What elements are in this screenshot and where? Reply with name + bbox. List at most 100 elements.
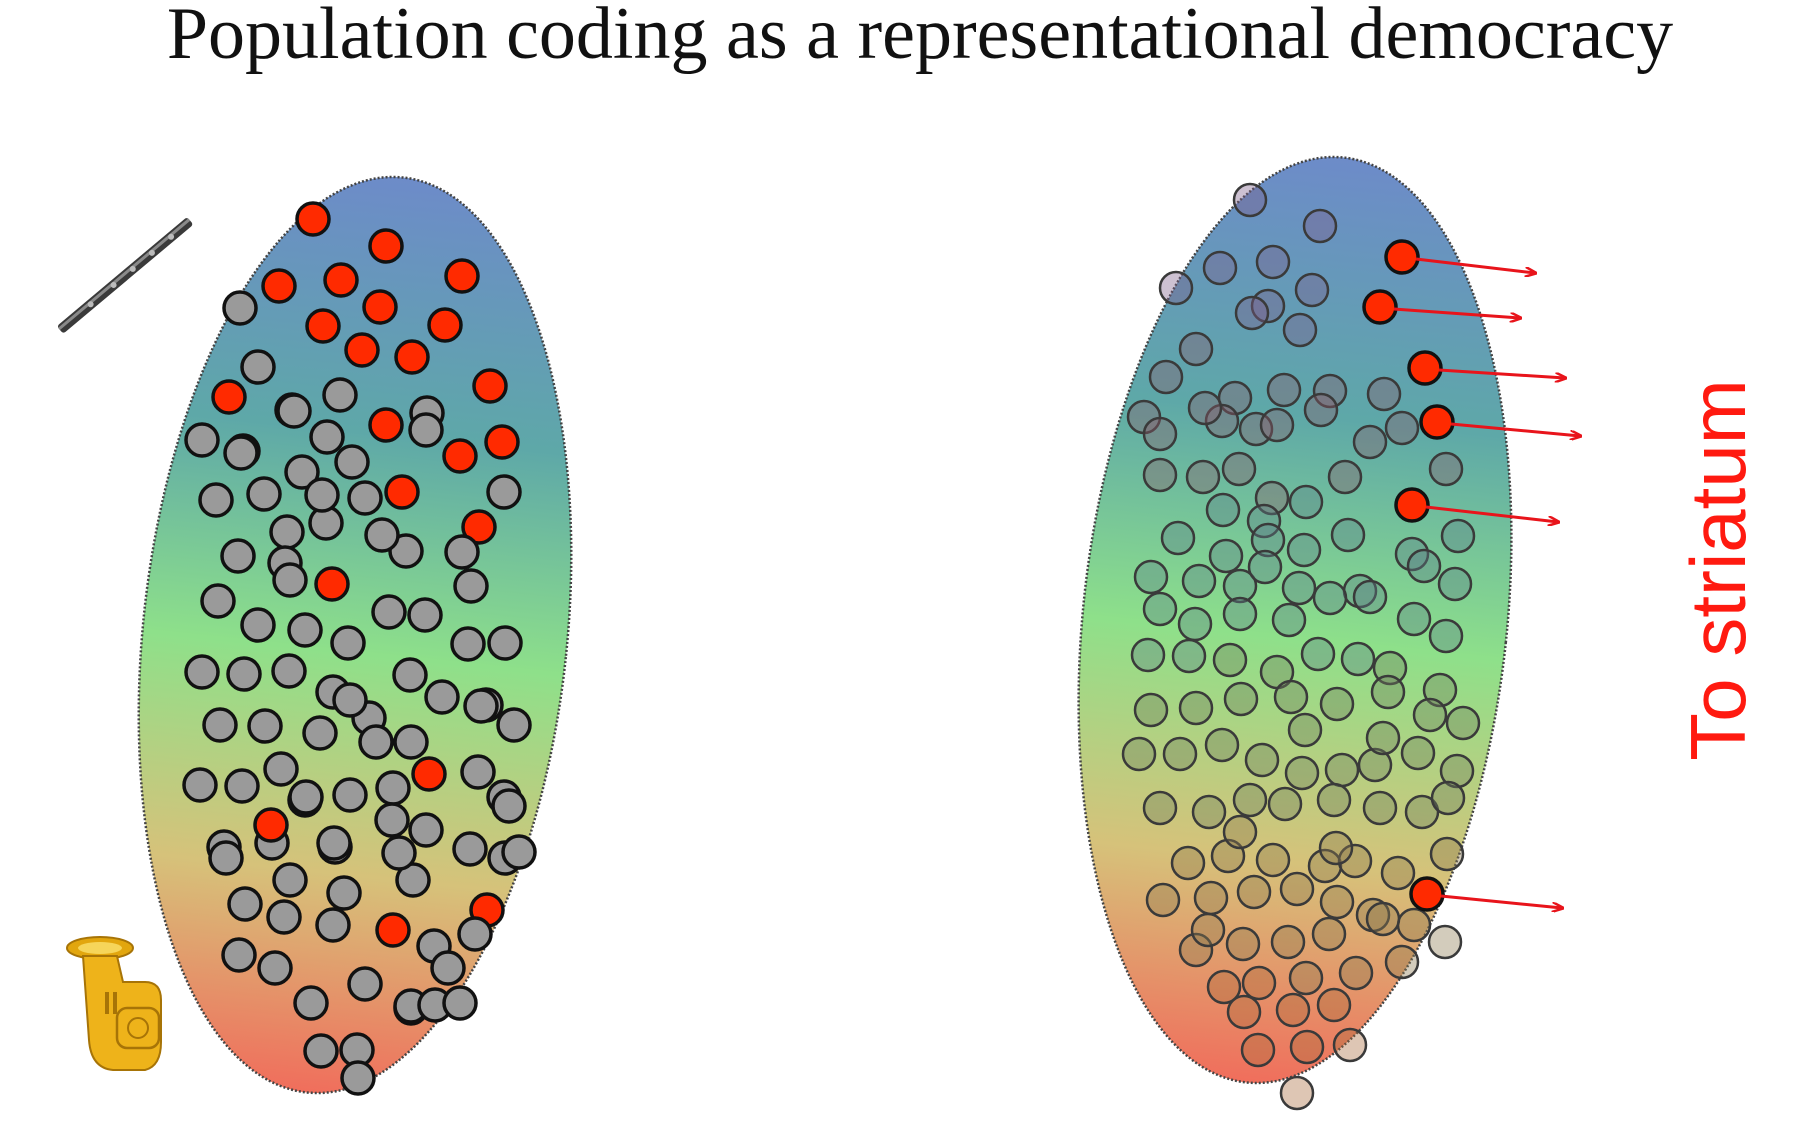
inactive-neuron bbox=[225, 437, 257, 469]
non-projecting-neuron bbox=[1210, 540, 1242, 572]
active-neuron bbox=[486, 426, 518, 458]
non-projecting-neuron bbox=[1257, 246, 1289, 278]
non-projecting-neuron bbox=[1284, 314, 1316, 346]
active-neuron bbox=[255, 809, 287, 841]
non-projecting-neuron bbox=[1204, 252, 1236, 284]
inactive-neuron bbox=[223, 939, 255, 971]
active-neuron bbox=[263, 270, 295, 302]
inactive-neuron bbox=[222, 540, 254, 572]
inactive-neuron bbox=[259, 952, 291, 984]
non-projecting-neuron bbox=[1431, 838, 1463, 870]
non-projecting-neuron bbox=[1246, 744, 1278, 776]
non-projecting-neuron bbox=[1296, 274, 1328, 306]
non-projecting-neuron bbox=[1367, 903, 1399, 935]
non-projecting-neuron bbox=[1179, 608, 1211, 640]
non-projecting-neuron bbox=[1408, 550, 1440, 582]
non-projecting-neuron bbox=[1214, 644, 1246, 676]
inactive-neuron bbox=[317, 909, 349, 941]
projecting-neuron bbox=[1421, 406, 1453, 438]
non-projecting-neuron bbox=[1318, 784, 1350, 816]
non-projecting-neuron bbox=[1314, 582, 1346, 614]
inactive-neuron bbox=[273, 655, 305, 687]
active-neuron bbox=[213, 381, 245, 413]
active-neuron bbox=[386, 476, 418, 508]
non-projecting-neuron bbox=[1332, 519, 1364, 551]
non-projecting-neuron bbox=[1228, 996, 1260, 1028]
inactive-neuron bbox=[274, 564, 306, 596]
non-projecting-neuron bbox=[1290, 486, 1322, 518]
active-neuron bbox=[316, 568, 348, 600]
projecting-neuron bbox=[1386, 241, 1418, 273]
non-projecting-neuron bbox=[1281, 873, 1313, 905]
non-projecting-neuron bbox=[1313, 918, 1345, 950]
non-projecting-neuron bbox=[1236, 297, 1268, 329]
inactive-neuron bbox=[265, 753, 297, 785]
non-projecting-neuron bbox=[1144, 593, 1176, 625]
non-projecting-neuron bbox=[1320, 832, 1352, 864]
inactive-neuron bbox=[395, 726, 427, 758]
non-projecting-neuron bbox=[1147, 884, 1179, 916]
inactive-neuron bbox=[349, 482, 381, 514]
non-projecting-neuron bbox=[1277, 994, 1309, 1026]
inactive-neuron bbox=[224, 292, 256, 324]
inactive-neuron bbox=[202, 585, 234, 617]
non-projecting-neuron bbox=[1193, 796, 1225, 828]
inactive-neuron bbox=[409, 599, 441, 631]
non-projecting-neuron bbox=[1224, 598, 1256, 630]
inactive-neuron bbox=[454, 833, 486, 865]
active-neuron bbox=[325, 264, 357, 296]
non-projecting-neuron bbox=[1225, 683, 1257, 715]
non-projecting-neuron bbox=[1402, 737, 1434, 769]
inactive-neuron bbox=[462, 756, 494, 788]
non-projecting-neuron bbox=[1238, 876, 1270, 908]
non-projecting-neuron bbox=[1144, 418, 1176, 450]
inactive-neuron bbox=[488, 476, 520, 508]
non-projecting-neuron bbox=[1382, 857, 1414, 889]
inactive-neuron bbox=[465, 690, 497, 722]
non-projecting-neuron bbox=[1429, 926, 1461, 958]
non-projecting-neuron bbox=[1242, 1034, 1274, 1066]
non-projecting-neuron bbox=[1291, 1031, 1323, 1063]
inactive-neuron bbox=[349, 968, 381, 1000]
tuba-icon bbox=[67, 937, 161, 1070]
projecting-neuron bbox=[1396, 489, 1428, 521]
non-projecting-neuron bbox=[1206, 729, 1238, 761]
non-projecting-neuron bbox=[1432, 782, 1464, 814]
inactive-neuron bbox=[410, 814, 442, 846]
non-projecting-neuron bbox=[1173, 640, 1205, 672]
non-projecting-neuron bbox=[1439, 568, 1471, 600]
non-projecting-neuron bbox=[1257, 844, 1289, 876]
projecting-neuron bbox=[1409, 352, 1441, 384]
non-projecting-neuron bbox=[1340, 957, 1372, 989]
inactive-neuron bbox=[290, 781, 322, 813]
projecting-neurons-panel bbox=[1036, 135, 1580, 1109]
non-projecting-neuron bbox=[1180, 692, 1212, 724]
non-projecting-neuron bbox=[1192, 914, 1224, 946]
non-projecting-neuron bbox=[1354, 581, 1386, 613]
non-projecting-neuron bbox=[1187, 461, 1219, 493]
inactive-neuron bbox=[336, 446, 368, 478]
non-projecting-neuron bbox=[1386, 412, 1418, 444]
non-projecting-neuron bbox=[1195, 882, 1227, 914]
active-neuron bbox=[474, 370, 506, 402]
non-projecting-neuron bbox=[1354, 426, 1386, 458]
non-projecting-neuron bbox=[1326, 754, 1358, 786]
inactive-neuron bbox=[268, 901, 300, 933]
non-projecting-neuron bbox=[1447, 707, 1479, 739]
inactive-neuron bbox=[489, 627, 521, 659]
non-projecting-neuron bbox=[1269, 788, 1301, 820]
projecting-neuron bbox=[1364, 291, 1396, 323]
inactive-neuron bbox=[249, 710, 281, 742]
active-neuron bbox=[377, 914, 409, 946]
non-projecting-neuron bbox=[1290, 962, 1322, 994]
non-projecting-neuron bbox=[1386, 946, 1418, 978]
inactive-neuron bbox=[278, 395, 310, 427]
inactive-neuron bbox=[242, 351, 274, 383]
inactive-neuron bbox=[432, 952, 464, 984]
active-neuron bbox=[446, 260, 478, 292]
inactive-neuron bbox=[295, 987, 327, 1019]
non-projecting-neuron bbox=[1150, 361, 1182, 393]
projecting-neuron bbox=[1411, 878, 1443, 910]
non-projecting-neuron bbox=[1268, 374, 1300, 406]
non-projecting-neuron bbox=[1367, 722, 1399, 754]
